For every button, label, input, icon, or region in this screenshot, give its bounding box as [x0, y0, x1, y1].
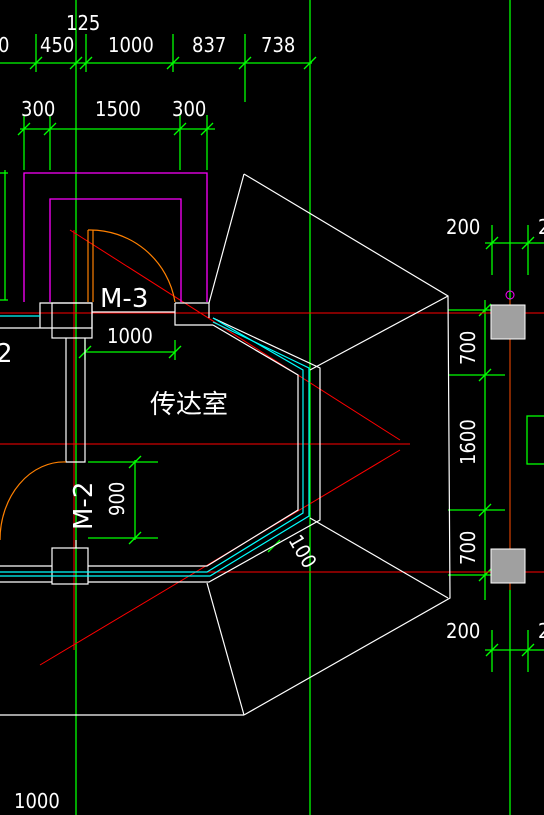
- dim-top-125: 125: [66, 11, 100, 35]
- dimension-text: 125 0 450 1000 837 738 300 1500 300 M-3 …: [0, 11, 544, 813]
- dim-top-837: 837: [192, 33, 226, 57]
- right-dim-1600: 1600: [456, 419, 480, 465]
- cyan-wall-lines: [0, 315, 310, 577]
- door-arcs: [0, 229, 176, 541]
- door-m3-label: M-3: [100, 284, 148, 314]
- left-mark-2: 2: [0, 339, 13, 369]
- door-m2-arc: [0, 461, 67, 541]
- dim-top-0: 0: [0, 33, 9, 57]
- dim-row2-300-left: 300: [21, 97, 55, 121]
- columns: [490, 290, 526, 584]
- bottom-dim-1000: 1000: [14, 789, 60, 813]
- dim-row2-1500: 1500: [95, 97, 141, 121]
- column-marker-icon: [505, 290, 515, 300]
- column-top: [490, 304, 526, 340]
- right-dim-200-bottom: 200: [446, 619, 480, 643]
- room-name: 传达室: [150, 390, 228, 420]
- door-m2-label: M-2: [69, 482, 99, 530]
- right-edge-top: 2: [538, 215, 544, 239]
- dim-top-1000: 1000: [108, 33, 154, 57]
- dim-top-738: 738: [261, 33, 295, 57]
- door-m3-arc: [87, 229, 176, 303]
- right-edge-bottom: 2: [538, 619, 544, 643]
- right-dim-700-top: 700: [456, 331, 480, 365]
- right-dim-700-bottom: 700: [456, 531, 480, 565]
- door-m3-width: 1000: [107, 324, 153, 348]
- dim-top-450: 450: [40, 33, 74, 57]
- door-m2-width: 900: [105, 482, 129, 516]
- dim-row2-300-right: 300: [172, 97, 206, 121]
- column-bottom: [490, 548, 526, 584]
- building-outline: [0, 173, 451, 716]
- right-dim-200-top: 200: [446, 215, 480, 239]
- magenta-lines: [23, 172, 208, 302]
